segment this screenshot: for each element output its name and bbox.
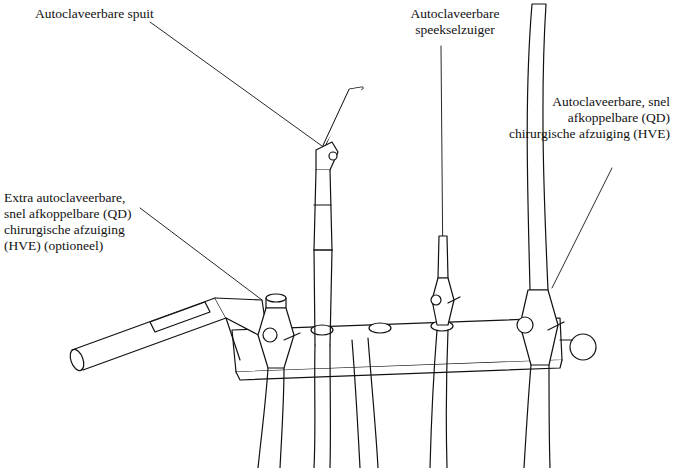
saliva-ejector (431, 236, 460, 325)
extra-hve-tube (68, 298, 268, 372)
hoses (258, 330, 550, 468)
part-label: Autoclaveerbare, snel afkoppelbare (QD) … (505, 94, 670, 142)
syringe (314, 88, 362, 345)
part-label: Autoclaveerbare speekselzuiger (400, 6, 510, 38)
extra-hve-valve (258, 294, 300, 368)
part-label: Autoclaveerbare spuit (35, 6, 205, 22)
part-label: Extra autoclaveerbare, snel afkoppelbare… (4, 190, 144, 254)
hve (517, 4, 564, 365)
